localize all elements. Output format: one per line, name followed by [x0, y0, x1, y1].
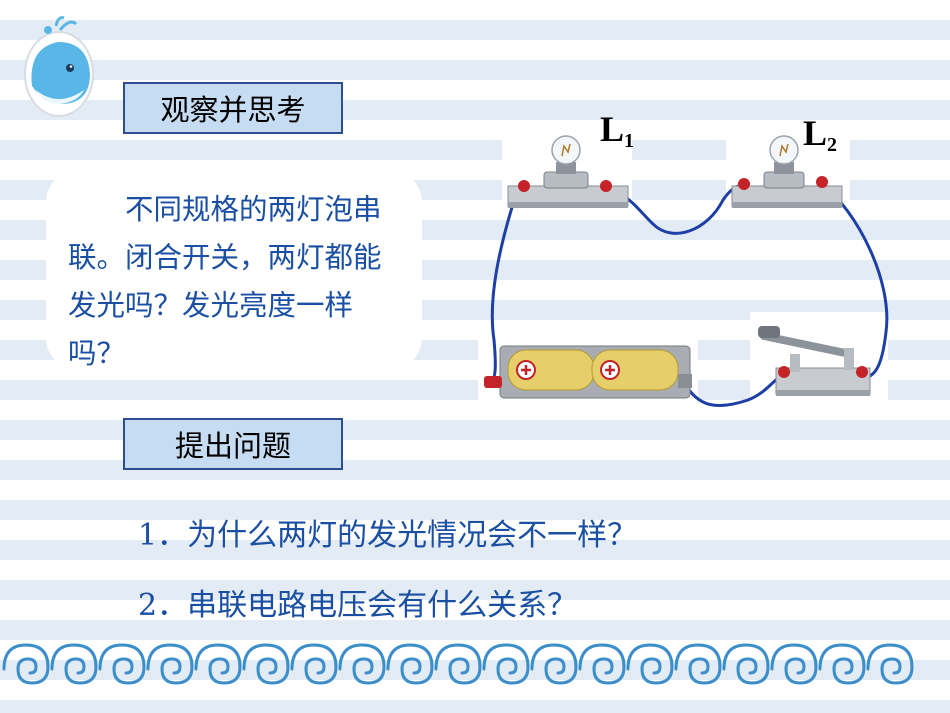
lamp-L2-label: L2 — [803, 113, 838, 156]
section-title-question: 提出问题 — [123, 418, 343, 470]
circuit-diagram — [478, 134, 889, 416]
swirl-border — [2, 643, 914, 685]
battery-icon — [484, 345, 692, 399]
knife-switch-icon — [758, 326, 871, 396]
description-bubble: 不同规格的两灯泡串联。闭合开关，两灯都能发光吗？发光亮度一样吗？ — [46, 170, 422, 370]
lamp-L2 — [731, 135, 843, 208]
question-item-1: 1．为什么两灯的发光情况会不一样？ — [138, 518, 638, 553]
lamp-L1 — [507, 135, 629, 208]
section-title-observe: 观察并思考 — [123, 82, 343, 134]
whale-icon — [24, 16, 94, 117]
lamp-L1-label: L1 — [600, 109, 635, 152]
question-item-2: 2．串联电路电压会有什么关系？ — [138, 588, 578, 623]
